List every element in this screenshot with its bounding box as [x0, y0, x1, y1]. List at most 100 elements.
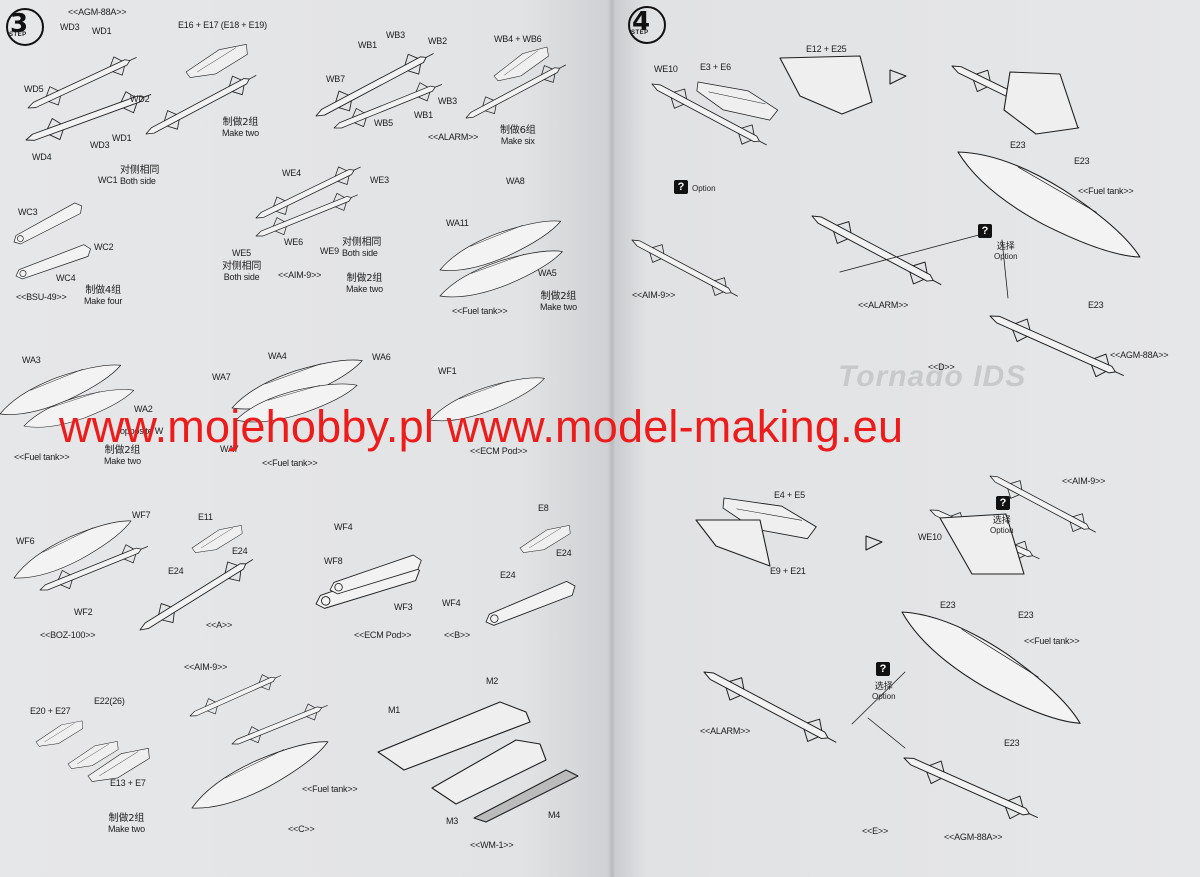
part-label: E23	[1004, 738, 1020, 748]
ecm-pod-title: <<ECM Pod>>	[354, 630, 412, 640]
step4-bottom-agm-label: <<AGM-88A>>	[944, 832, 1003, 842]
step4-top-agm-label: <<AGM-88A>>	[1110, 350, 1169, 360]
part-label: WA2	[134, 404, 153, 414]
fueltank-wa4-title: <<Fuel tank>>	[262, 458, 318, 468]
part-label: WA7	[212, 372, 231, 382]
step4-bottom-fueltank-label: <<Fuel tank>>	[1024, 636, 1080, 646]
step4-bottom-fueltank-drawing	[890, 594, 1092, 741]
c-drawing	[186, 667, 285, 725]
part-label: WD2	[130, 94, 150, 104]
step4-bottom-agm-drawing	[898, 746, 1043, 830]
part-label: WA6	[372, 352, 391, 362]
part-label: E23	[1018, 610, 1034, 620]
part-label: WD1	[92, 26, 112, 36]
part-label: WE6	[284, 237, 303, 247]
part-label: E22(26)	[94, 696, 125, 706]
part-label: WF1	[438, 366, 457, 376]
part-label: E24	[500, 570, 516, 580]
part-label: WD4	[32, 152, 52, 162]
step4-top-aim9-label: <<AIM-9>>	[632, 290, 676, 300]
part-label: M1	[388, 705, 401, 715]
step4-top-fueltank-drawing	[947, 133, 1151, 276]
part-label: WA5	[538, 268, 557, 278]
part-label: WC3	[18, 207, 38, 217]
wm1-drawing	[377, 701, 531, 771]
b-title: <<B>>	[444, 630, 471, 640]
option-caption: Option	[692, 184, 716, 193]
part-label: WE4	[282, 168, 301, 178]
e16-title: E16 + E17 (E18 + E19)	[178, 20, 267, 30]
option-icon: ?	[876, 662, 890, 676]
part-label: E9 + E21	[770, 566, 806, 576]
fragment-label: opposite W	[120, 426, 164, 436]
a-drawing	[133, 549, 259, 640]
option-icon: ?	[996, 496, 1010, 510]
agm88a-title: <<AGM-88A>>	[68, 7, 127, 17]
step4-top-alarm-drawing	[805, 204, 948, 296]
part-label: WC2	[94, 242, 114, 252]
wb4-title: WB4 + WB6	[494, 34, 542, 44]
ghost-print-through: Tornado IDS	[838, 360, 1027, 393]
bsu49-title: <<BSU-49>>	[16, 292, 67, 302]
part-label: WE9	[320, 246, 339, 256]
part-label: WA11	[446, 218, 469, 228]
part-label: E23	[1088, 300, 1104, 310]
step4-top-fueltank-label: <<Fuel tank>>	[1078, 186, 1134, 196]
part-label: WE5	[232, 248, 251, 258]
part-label: WB5	[374, 118, 393, 128]
wm1-title: <<WM-1>>	[470, 840, 514, 850]
page-gutter	[608, 0, 616, 877]
c-fueltank-label: <<Fuel tank>>	[302, 784, 358, 794]
part-label: M2	[486, 676, 499, 686]
option-icon: ?	[978, 224, 992, 238]
part-label: E13 + E7	[110, 778, 146, 788]
aim9-title: <<AIM-9>>	[278, 270, 322, 280]
part-label: WF6	[16, 536, 35, 546]
c-title: <<C>>	[288, 824, 315, 834]
fueltank-wa-title: <<Fuel tank>>	[452, 306, 508, 316]
part-label: E3 + E6	[700, 62, 731, 72]
part-label: E8	[538, 503, 549, 513]
part-label: WF3	[394, 602, 413, 612]
watermark-text: www.mojehobby.pl www.model-making.eu	[59, 401, 904, 452]
part-label: E24	[168, 566, 184, 576]
part-label: E4 + E5	[774, 490, 805, 500]
part-label: WF2	[74, 607, 93, 617]
part-label: E23	[1010, 140, 1026, 150]
part-label: WD1	[112, 133, 132, 143]
option-icon: ?	[674, 180, 688, 194]
part-label: E24	[556, 548, 572, 558]
boz100-title: <<BOZ-100>>	[40, 630, 96, 640]
instruction-page-right	[612, 0, 1200, 877]
part-label: WC1	[98, 175, 118, 185]
part-label: E23	[1074, 156, 1090, 166]
part-label: WC4	[56, 273, 76, 283]
step4-bottom-alarm-drawing	[697, 660, 843, 754]
part-label: E24	[232, 546, 248, 556]
part-label: E11	[198, 512, 213, 522]
part-label: WD5	[24, 84, 44, 94]
instruction-page-left	[0, 0, 612, 877]
part-label: M4	[548, 810, 561, 820]
part-label: E23	[940, 600, 956, 610]
step4-top-alarm-label: <<ALARM>>	[858, 300, 909, 310]
step4-bottom-title: <<E>>	[862, 826, 889, 836]
part-label: WB7	[326, 74, 345, 84]
part-label: WA4	[268, 351, 287, 361]
part-label: WF7	[132, 510, 151, 520]
a-title: <<A>>	[206, 620, 233, 630]
